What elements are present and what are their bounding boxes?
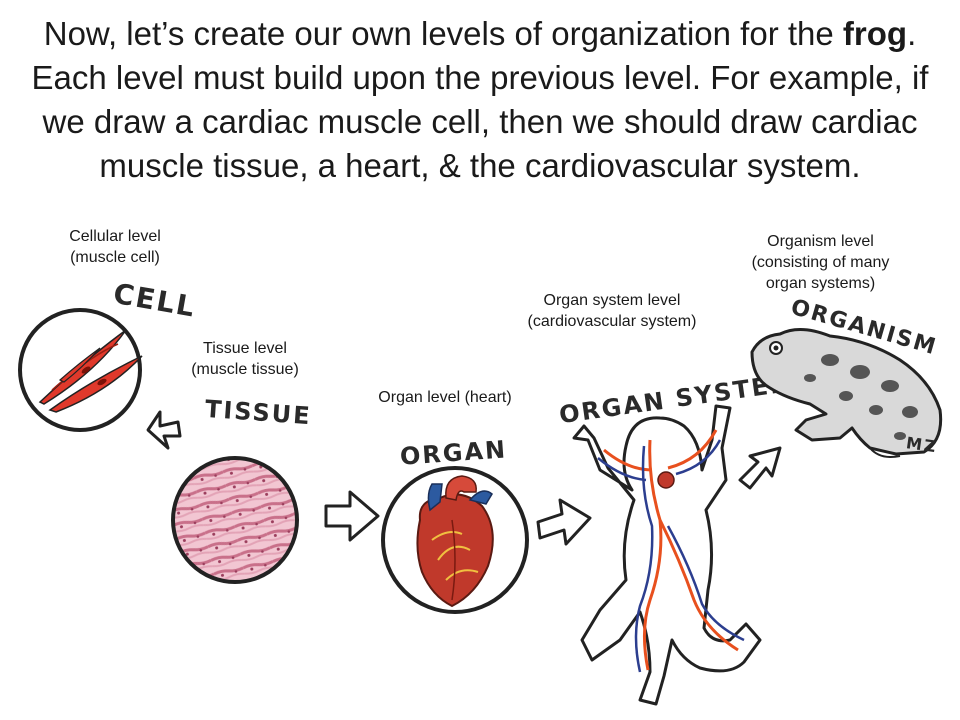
organ-system-level-subtitle: (cardiovascular system): [527, 313, 697, 330]
organism-level-title: Organism level: [767, 233, 874, 250]
arrow-tissue-to-organ: [324, 490, 380, 542]
organism-level-subtitle-2: organ systems): [765, 275, 876, 292]
organ-system-level-label: Organ system level (cardiovascular syste…: [492, 290, 732, 332]
organ-level-label: Organ level (heart): [345, 387, 545, 408]
arrow-organ-to-system: [536, 498, 592, 546]
organism-level-label: Organism level (consisting of many organ…: [718, 231, 923, 294]
svg-text:CELL: CELL: [111, 277, 199, 324]
arrow-system-to-organism: [738, 446, 782, 490]
organism-level-subtitle: (consisting of many: [751, 254, 890, 271]
frog-organism-drawing: [750, 328, 943, 458]
organ-word: ORGAN: [399, 435, 508, 470]
artist-initials: MZ: [905, 433, 939, 456]
tissue-level-title: Tissue level: [203, 340, 287, 357]
cellular-level-subtitle: (muscle cell): [70, 249, 160, 266]
organ-level-title: Organ level (heart): [378, 389, 512, 406]
organ-system-level-title: Organ system level: [543, 292, 681, 309]
svg-text:ORGAN: ORGAN: [399, 435, 508, 470]
cellular-level-label: Cellular level (muscle cell): [40, 226, 190, 268]
organ-circle-drawing: [381, 466, 529, 614]
cellular-level-title: Cellular level: [69, 228, 161, 245]
arrow-cell-to-tissue: [146, 410, 182, 450]
tissue-circle-drawing: [171, 456, 299, 584]
svg-text:TISSUE: TISSUE: [204, 395, 312, 430]
cell-word: CELL: [111, 277, 199, 324]
tissue-level-label: Tissue level (muscle tissue): [170, 338, 320, 380]
page-title: Now, let’s create our own levels of orga…: [31, 15, 929, 184]
tissue-word: TISSUE: [204, 395, 312, 430]
tissue-level-subtitle: (muscle tissue): [191, 361, 299, 378]
svg-text:MZ: MZ: [905, 433, 939, 456]
cell-circle-drawing: [18, 308, 143, 432]
frog-organ-system-drawing: [572, 404, 762, 706]
